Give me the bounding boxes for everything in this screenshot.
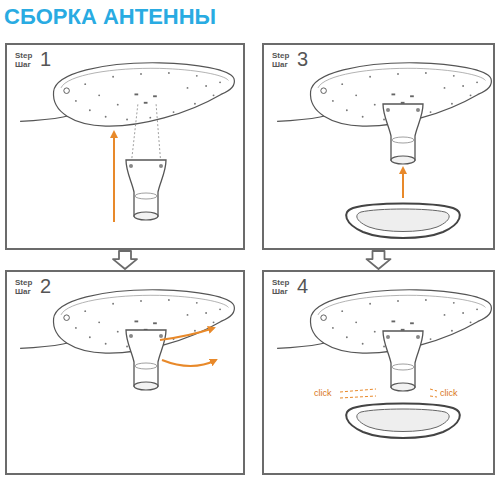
click-label: click — [439, 389, 459, 398]
step-word-ru: Шаг — [15, 61, 31, 69]
step-word-ru: Шаг — [272, 288, 288, 296]
step-number: 4 — [297, 276, 308, 296]
step-panel: StepШаг 2 — [5, 270, 245, 475]
step-arrow — [113, 251, 137, 269]
page-title: СБОРКА АНТЕННЫ — [4, 6, 216, 28]
step-word-ru: Шаг — [15, 288, 31, 296]
step1-figure — [20, 63, 234, 222]
step-word-ru: Шаг — [272, 61, 288, 69]
step-number: 3 — [297, 49, 308, 69]
step-panel: StepШаг 3 — [262, 43, 495, 250]
step-panel: StepШаг 1 — [5, 43, 245, 250]
step-word: Step — [15, 279, 32, 287]
step-number: 1 — [40, 49, 51, 69]
step4-figure — [277, 290, 491, 438]
click-label: click — [313, 389, 333, 398]
step-word: Step — [272, 52, 289, 60]
step-word: Step — [15, 52, 32, 60]
step-number: 2 — [40, 276, 51, 296]
step-arrow — [367, 251, 391, 269]
step2-figure — [20, 290, 234, 390]
step-word: Step — [272, 279, 289, 287]
step3-figure — [277, 63, 491, 238]
step-panel: StepШаг 4 — [262, 270, 495, 475]
